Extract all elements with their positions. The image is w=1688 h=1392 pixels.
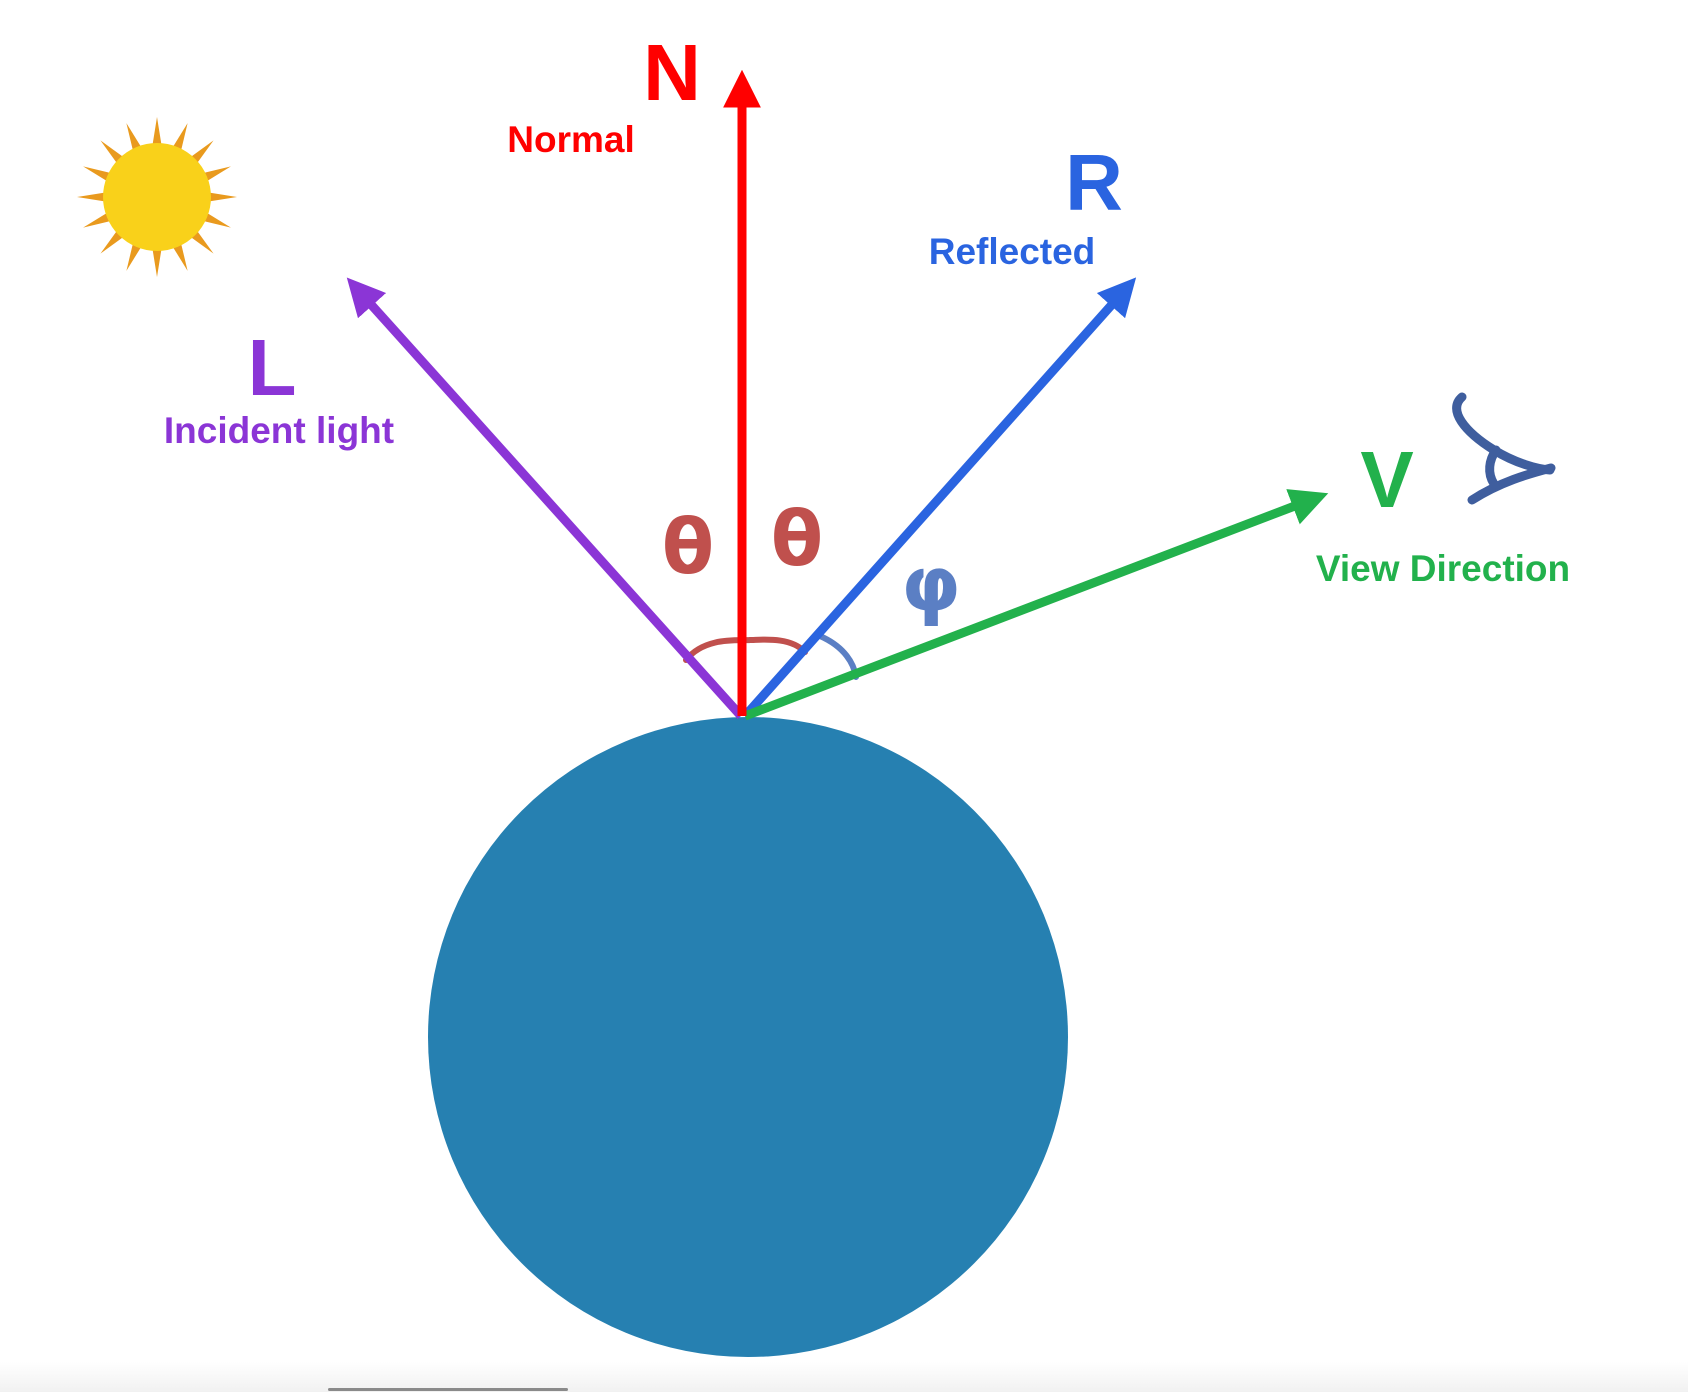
surface-sphere: [428, 717, 1068, 1357]
incident-light-arrow: [346, 277, 745, 720]
eye-icon: [1452, 392, 1556, 505]
window-bottom-edge: [0, 1362, 1688, 1392]
incident-letter: L: [248, 323, 297, 412]
incident-label: Incident light: [164, 410, 394, 451]
reflected-label: Reflected: [929, 231, 1096, 272]
normal-letter: N: [643, 28, 701, 117]
reflected-arrow: [741, 277, 1137, 719]
phi-label: φ: [901, 539, 960, 628]
reflected-letter: R: [1065, 138, 1123, 227]
theta-arc: [683, 636, 808, 663]
normal-label: Normal: [507, 119, 634, 160]
view-letter: V: [1360, 435, 1413, 524]
view-direction-arrow: [743, 489, 1329, 721]
theta-left-label: θ: [662, 502, 714, 591]
horizontal-scrollbar[interactable]: [328, 1388, 568, 1391]
theta-right-label: θ: [771, 494, 823, 583]
sun-icon: [77, 117, 237, 277]
view-label: View Direction: [1316, 548, 1570, 589]
